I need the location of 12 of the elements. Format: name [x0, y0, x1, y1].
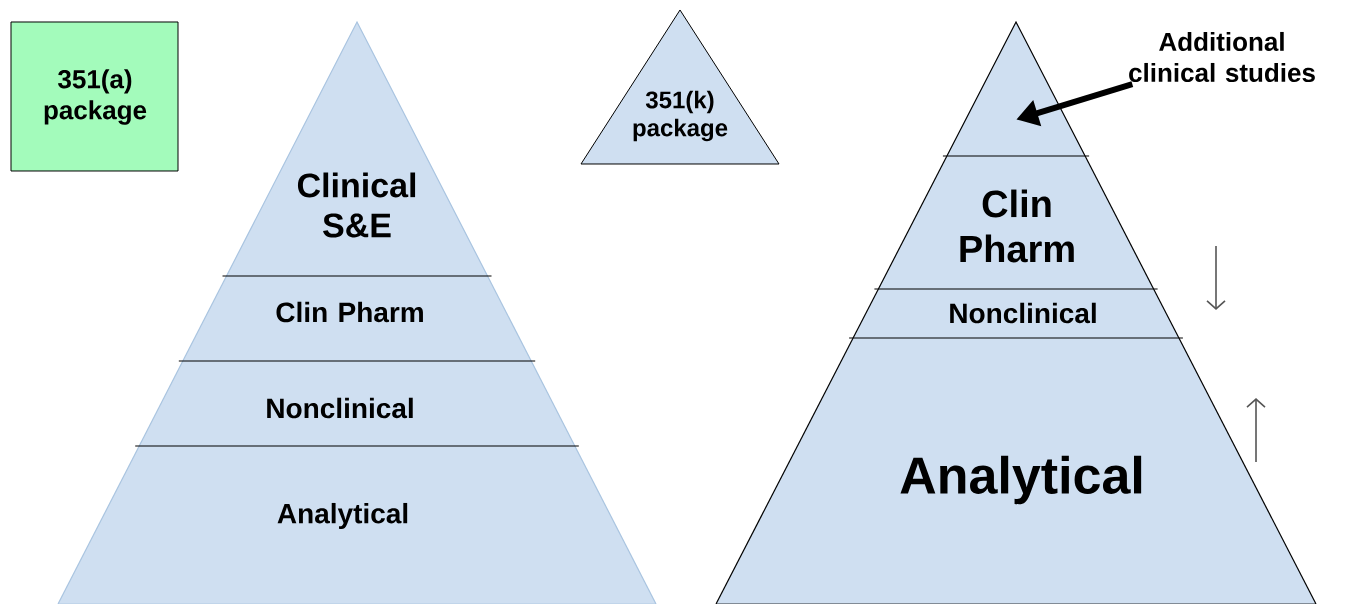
- node-label: Clinical S&E: [297, 172, 416, 238]
- node-label: Clin Pharm: [960, 189, 1074, 263]
- callout-text: Additional clinical studies: [1129, 31, 1315, 83]
- node-label: Clin Pharm: [276, 301, 423, 323]
- pyramid-tip: [946, 20, 1086, 157]
- pyramid-band: Clin Pharm: [182, 275, 532, 362]
- node-label: Nonclinical: [950, 302, 1096, 324]
- package-triangle: 351(k) package: [580, 9, 780, 165]
- pyramid-band: Nonclinical: [852, 288, 1180, 339]
- package-box: 351(a) package: [10, 21, 179, 172]
- node-label: Nonclinical: [267, 397, 413, 419]
- pyramid-band: Nonclinical: [138, 360, 576, 447]
